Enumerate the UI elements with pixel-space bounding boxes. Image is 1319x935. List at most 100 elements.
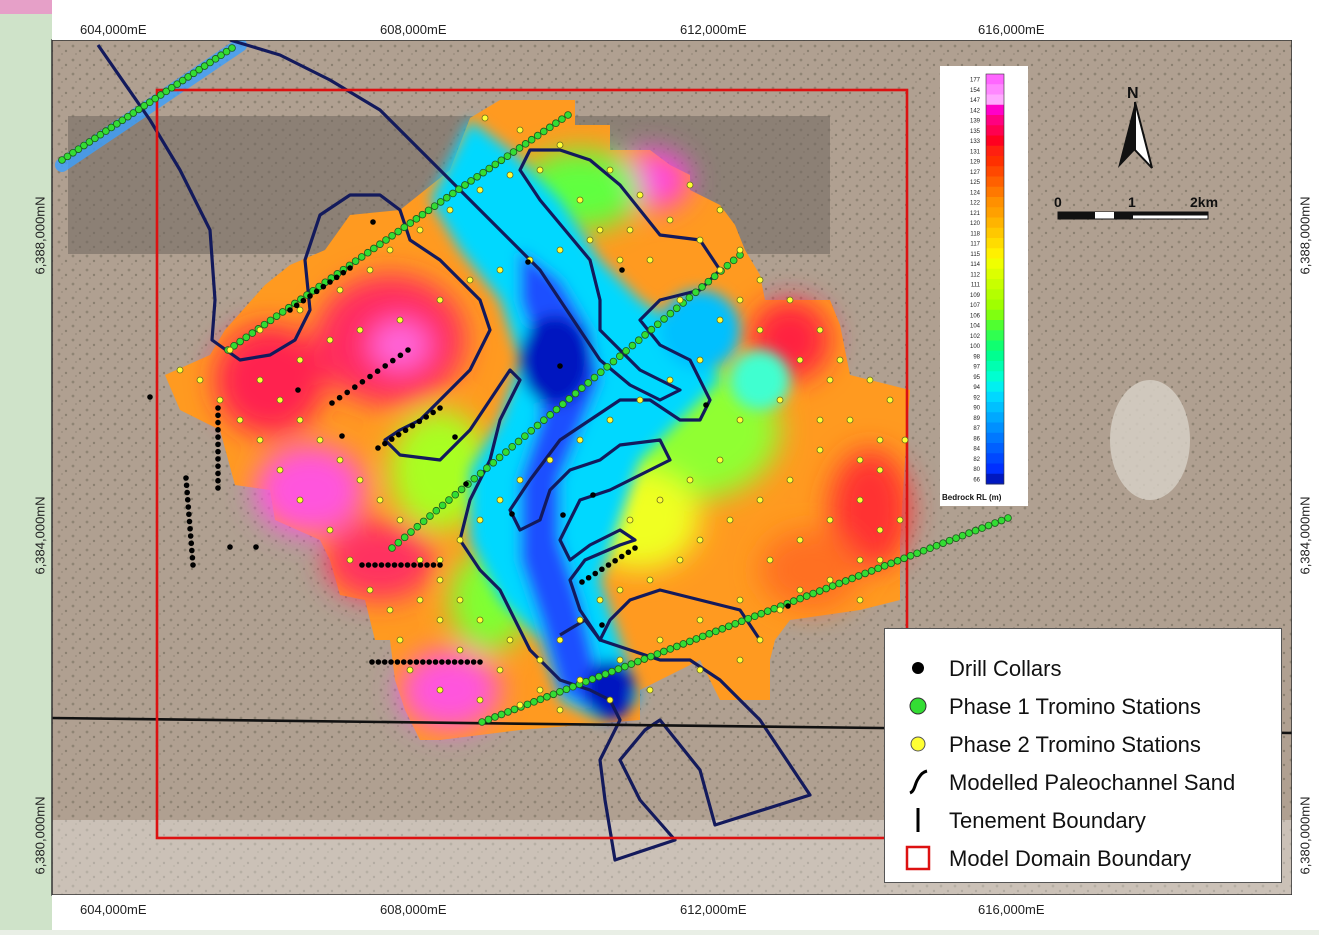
phase2-station [666,216,674,224]
phase2-station [896,516,904,524]
colorbar-swatch [986,125,1004,136]
colorbar-swatch [986,238,1004,249]
phase1-station [442,193,451,202]
drill-collar [437,405,443,411]
drill-collar [382,440,388,447]
phase1-station [546,123,554,132]
phase1-station [861,569,869,578]
phase2-station [736,416,744,424]
phase1-station [543,693,551,701]
phase2-station [276,396,284,404]
phase1-station [195,65,203,74]
drill-collar [374,368,381,375]
phase1-station [718,625,727,633]
colorbar-swatch [986,227,1004,239]
phase1-station [627,660,636,668]
phase1-station [509,148,518,156]
phase2-station [636,396,644,404]
colorbar-value: 90 [973,406,980,412]
drill-collar [395,431,402,438]
phase1-station [991,519,999,527]
phase2-station [816,416,824,424]
colorbar-value: 86 [973,436,980,442]
colorbar-swatch [986,330,1004,341]
phase1-station [802,592,811,600]
phase2-station [276,466,284,474]
drill-collar [215,405,221,411]
phase2-station [646,686,654,694]
phase2-station [586,236,594,244]
drill-collar [215,412,221,419]
phase2-station [436,296,444,304]
phase1-station [467,177,475,185]
phase1-station [653,320,662,329]
phase2-station [616,586,624,594]
drill-collar [592,570,599,577]
phase1-station [815,587,824,595]
phase2-station [446,206,454,214]
phase2-station [466,276,474,284]
colorbar-value: 97 [973,365,980,371]
legend-item-phase2: Phase 2 Tromino Stations [885,727,1281,761]
colorbar-swatch [986,402,1004,413]
phase1-station [527,135,536,144]
colorbar-swatch [986,104,1004,116]
phase2-station [296,306,304,314]
phase1-station [552,405,561,414]
phase1-station [222,47,231,56]
phase2-station [476,516,484,524]
phase1-station [958,531,967,540]
legend-item-tenement: Tenement Boundary [885,803,1281,837]
phase1-station [363,248,372,257]
phase1-station [491,713,499,721]
phase1-station [565,395,573,403]
legend-item-paleochannel: Modelled Paleochannel Sand [885,765,1281,799]
top-tick-612000: 612,000mE [680,22,747,37]
phase1-station [692,635,701,643]
drill-collar [347,265,353,271]
phase2-station [396,516,404,524]
colorbar-value: 106 [970,313,981,319]
phase1-station [582,677,590,686]
phase1-station [789,597,798,605]
phase1-station [724,622,733,631]
legend-item-domain: Model Domain Boundary [885,841,1281,875]
colorbar-value: 129 [970,160,981,166]
drill-collar [189,554,196,561]
phase1-station [1004,514,1012,522]
phase1-station [491,160,500,169]
phase2-station [506,636,514,644]
drill-collar [375,659,382,665]
colorbar-value: 154 [970,88,981,94]
phase1-station [523,700,532,709]
phase1-station [449,189,457,198]
phase2-station [396,636,404,644]
phase1-station [394,538,403,547]
phase2-station [716,316,724,324]
phase2-station [516,126,524,134]
phase1-station [698,283,706,291]
colorbar-swatch [986,320,1004,331]
phase1-station [376,240,384,249]
colorbar-swatch [986,156,1004,167]
bottom-tick-604000: 604,000mE [80,902,147,917]
phase1-station [978,524,986,532]
phase1-station [848,574,856,583]
phase2-station [416,226,424,234]
phase1-station [558,115,566,123]
phase1-station [357,253,366,261]
phase1-station [564,111,572,119]
drill-collar [405,347,411,353]
phase1-station [266,316,275,325]
phase1-station [156,91,165,99]
phase1-station [666,645,675,653]
colorbar-value: 147 [970,98,981,104]
phase1-station [763,607,772,615]
phase1-station [485,164,494,173]
phase2-station [736,296,744,304]
colorbar-value: 80 [973,467,980,473]
phase2-station [606,166,614,174]
drill-collar [287,307,293,313]
phase2-station [576,436,584,444]
phase1-station [622,347,630,355]
